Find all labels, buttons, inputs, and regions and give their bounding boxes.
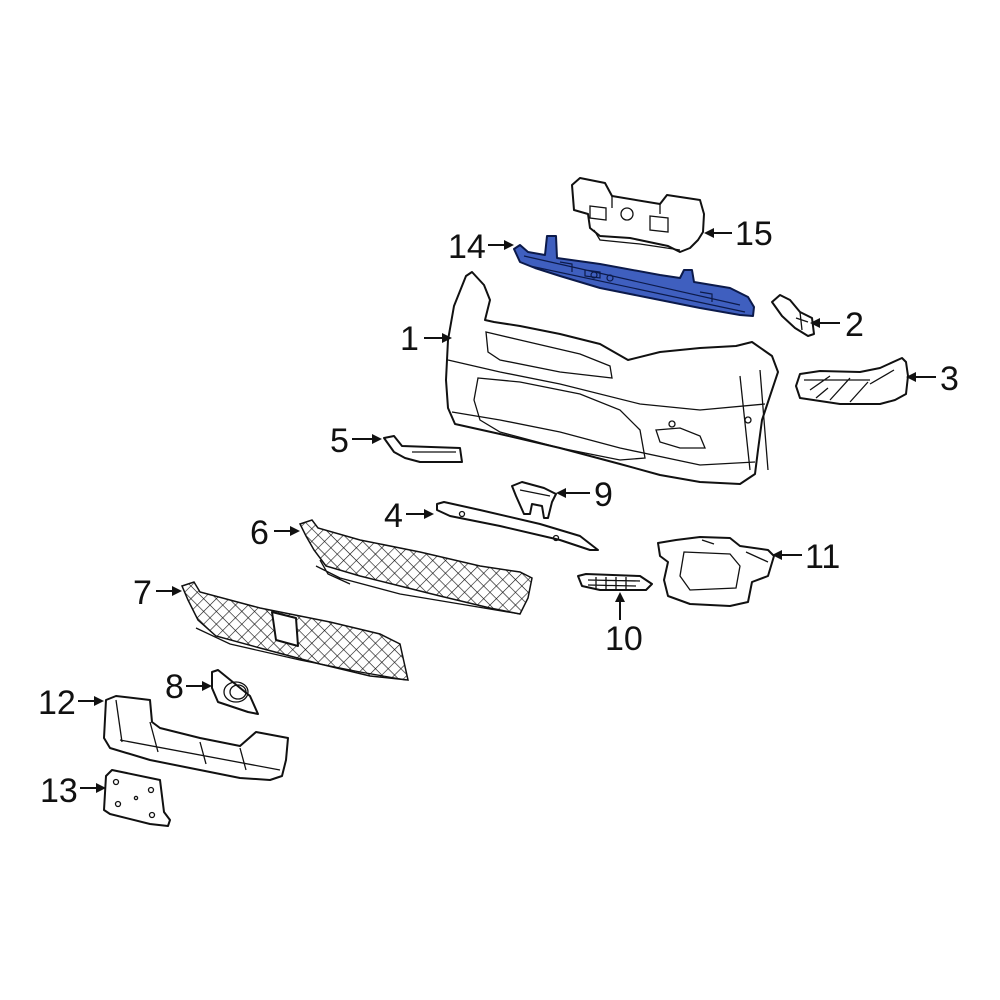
part-1-bumper-cover[interactable] — [445, 271, 779, 485]
callout-label-6: 6 — [250, 514, 269, 552]
part-7-lower-grille[interactable] — [180, 581, 409, 681]
callout-label-13: 13 — [40, 772, 78, 810]
callout-label-7: 7 — [133, 574, 152, 612]
callout-6: 6 — [250, 514, 300, 552]
callout-7: 7 — [133, 574, 182, 612]
callout-label-1: 1 — [400, 320, 419, 358]
callout-11: 11 — [772, 538, 840, 576]
arrowhead-icon — [290, 526, 300, 536]
arrowhead-icon — [810, 318, 820, 328]
callout-12: 12 — [38, 684, 104, 722]
callout-label-14: 14 — [448, 228, 486, 266]
arrowhead-icon — [372, 434, 382, 444]
part-2-bracket[interactable] — [771, 294, 815, 337]
part-6-upper-grille[interactable] — [298, 519, 533, 615]
arrowhead-icon — [504, 240, 514, 250]
callout-label-11: 11 — [805, 538, 840, 576]
arrowhead-icon — [94, 696, 104, 706]
part-12-lower-support[interactable] — [103, 695, 289, 781]
arrowhead-icon — [772, 550, 782, 560]
part-4-molding-strip[interactable] — [436, 501, 599, 551]
arrowhead-icon — [442, 333, 452, 343]
part-3-side-bracket[interactable] — [795, 357, 909, 405]
callout-label-2: 2 — [845, 306, 864, 344]
part-10-vent-insert[interactable] — [577, 573, 653, 591]
arrowhead-icon — [202, 681, 212, 691]
arrowhead-icon — [556, 488, 566, 498]
callout-label-8: 8 — [165, 668, 184, 706]
part-14-reinforcement-bar[interactable] — [513, 235, 755, 317]
callout-10: 10 — [605, 592, 643, 658]
arrowhead-icon — [704, 228, 714, 238]
arrowhead-icon — [615, 592, 625, 602]
callout-9: 9 — [556, 476, 613, 514]
callout-label-12: 12 — [38, 684, 76, 722]
arrowhead-icon — [424, 509, 434, 519]
callout-label-9: 9 — [594, 476, 613, 514]
callout-label-3: 3 — [940, 360, 959, 398]
part-15-energy-absorber[interactable] — [571, 177, 705, 253]
callout-label-5: 5 — [330, 422, 349, 460]
arrowhead-icon — [172, 586, 182, 596]
callout-5: 5 — [330, 422, 382, 460]
callout-label-15: 15 — [735, 215, 773, 253]
arrowhead-icon — [96, 783, 106, 793]
callout-label-4: 4 — [384, 497, 403, 535]
callout-4: 4 — [384, 497, 434, 535]
part-8-bezel[interactable] — [211, 669, 259, 715]
callout-label-10: 10 — [605, 620, 643, 658]
callout-14: 14 — [448, 228, 514, 266]
callout-8: 8 — [165, 668, 212, 706]
callout-3: 3 — [906, 360, 959, 398]
part-13-license-bracket[interactable] — [103, 769, 171, 827]
callout-13: 13 — [40, 772, 106, 810]
callout-1: 1 — [400, 320, 452, 358]
part-9-bracket[interactable] — [511, 481, 557, 519]
callout-15: 15 — [704, 215, 773, 253]
arrowhead-icon — [906, 372, 916, 382]
callout-2: 2 — [810, 306, 864, 344]
part-5-bracket[interactable] — [383, 435, 463, 463]
part-11-fog-lamp-housing[interactable] — [657, 536, 775, 607]
